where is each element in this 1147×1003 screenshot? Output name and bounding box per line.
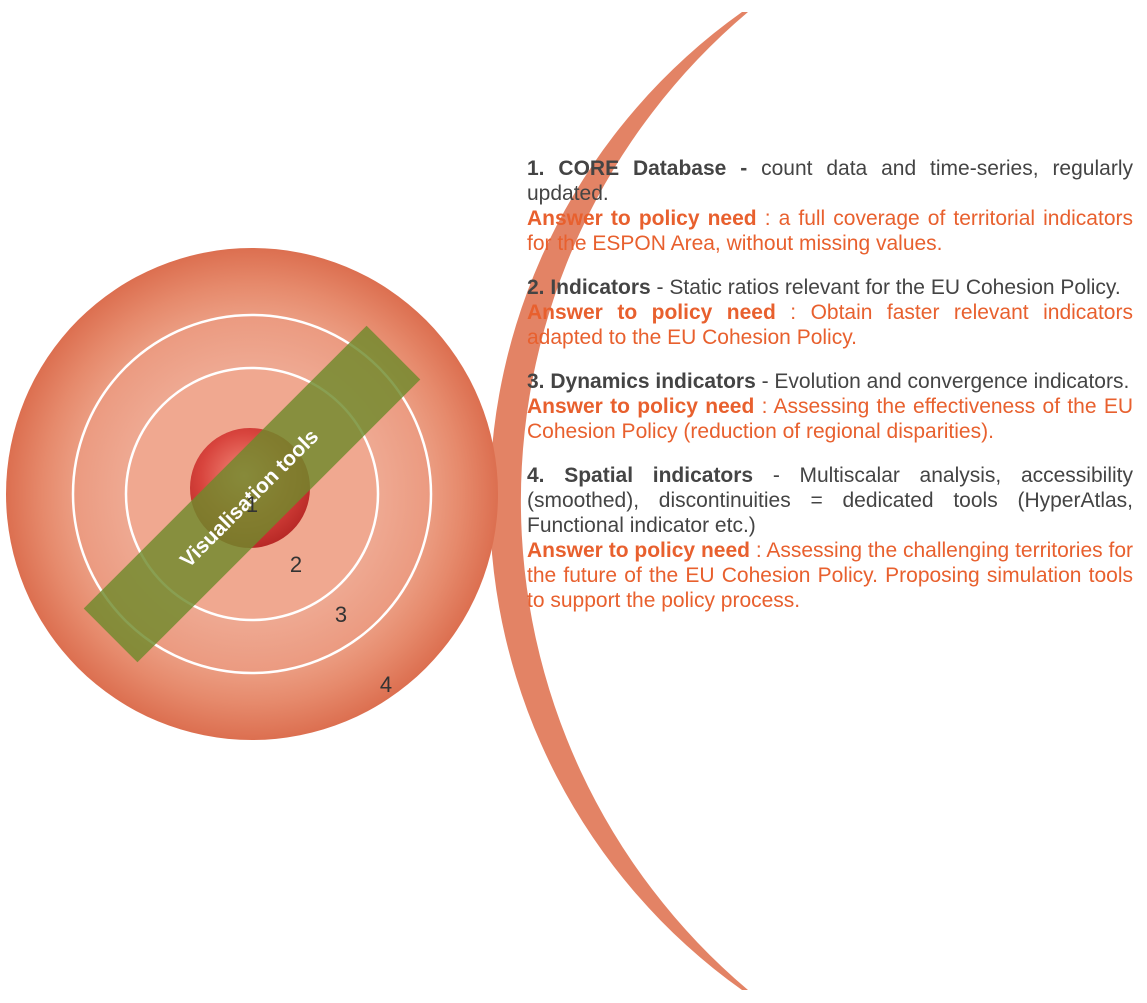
item-heading: 4. Spatial indicators (527, 464, 754, 487)
item-heading: 3. Dynamics indicators (527, 370, 756, 393)
item-description: count data and time-series, regularly up… (527, 157, 1133, 205)
item-heading: 1. CORE Database - (527, 157, 748, 180)
item-description: - Multiscalar analysis, accessibility (s… (527, 464, 1133, 537)
answer-text: : Assessing the effectiveness of the EU … (527, 395, 1134, 443)
outer-arc (489, 12, 748, 990)
item-indicators: 2. Indicators - Static ratios relevant f… (527, 275, 1133, 350)
indicator-descriptions: 1. CORE Database - count data and time-s… (527, 156, 1133, 632)
band-rect (83, 325, 421, 663)
item-definition: 4. Spatial indicators - Multiscalar anal… (527, 463, 1133, 538)
answer-label: Answer to policy need (527, 301, 776, 324)
item-answer: Answer to policy need : a full coverage … (527, 206, 1133, 256)
item-description: - Static ratios relevant for the EU Cohe… (650, 276, 1121, 299)
item-heading: 2. Indicators (527, 276, 651, 299)
item-spatial-indicators: 4. Spatial indicators - Multiscalar anal… (527, 463, 1133, 613)
item-definition: 3. Dynamics indicators - Evolution and c… (527, 369, 1133, 394)
item-answer: Answer to policy need : Assessing the ch… (527, 538, 1133, 613)
item-answer: Answer to policy need : Obtain faster re… (527, 300, 1133, 350)
item-answer: Answer to policy need : Assessing the ef… (527, 394, 1133, 444)
answer-label: Answer to policy need (527, 539, 750, 562)
ring-number-4: 4 (380, 672, 392, 697)
ring-number-3: 3 (335, 602, 347, 627)
item-core-database: 1. CORE Database - count data and time-s… (527, 156, 1133, 256)
answer-label: Answer to policy need (527, 395, 755, 418)
item-description: - Evolution and convergence indicators. (755, 370, 1130, 393)
answer-label: Answer to policy need (527, 207, 757, 230)
item-definition: 1. CORE Database - count data and time-s… (527, 156, 1133, 206)
ring-number-2: 2 (290, 552, 302, 577)
item-dynamics-indicators: 3. Dynamics indicators - Evolution and c… (527, 369, 1133, 444)
answer-text: : Assessing the challenging territories … (527, 539, 1133, 612)
ring-number-1: 1 (246, 492, 258, 517)
answer-text: : a full coverage of territorial indicat… (527, 207, 1133, 255)
answer-text: : Obtain faster relevant indicators adap… (527, 301, 1133, 349)
item-definition: 2. Indicators - Static ratios relevant f… (527, 275, 1133, 300)
